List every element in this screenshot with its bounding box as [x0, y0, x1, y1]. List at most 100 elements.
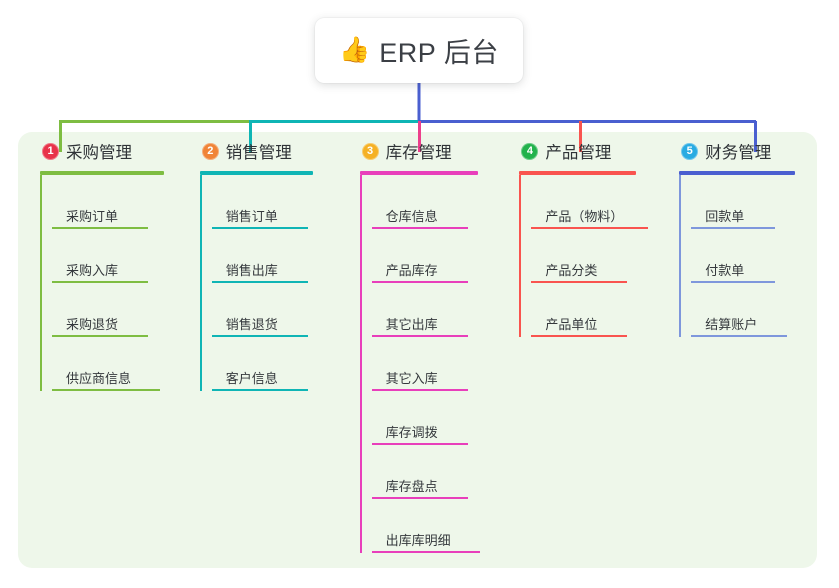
item-rule	[371, 335, 468, 337]
list-item[interactable]: 采购退货	[52, 283, 178, 337]
column-header-2[interactable]: 2 销售管理	[200, 132, 338, 170]
column-rule-3	[359, 171, 478, 175]
item-rule	[691, 281, 776, 283]
item-rule	[371, 443, 468, 445]
item-label: 其它入库	[385, 371, 438, 386]
list-item[interactable]: 结算账户	[691, 283, 817, 337]
list-item[interactable]: 采购入库	[52, 229, 178, 283]
column-badge-5: 5	[681, 142, 699, 160]
column-title-2: 销售管理	[225, 144, 292, 162]
list-item[interactable]: 销售退货	[211, 283, 338, 337]
item-rule	[531, 281, 628, 283]
list-item[interactable]: 采购订单	[52, 175, 178, 229]
column-items-2: 销售订单销售出库销售退货客户信息	[199, 175, 338, 391]
list-item[interactable]: 产品单位	[531, 283, 657, 337]
item-rule	[371, 551, 480, 553]
item-label: 付款单	[705, 263, 745, 278]
item-label: 销售退货	[225, 317, 278, 332]
list-item[interactable]: 库存盘点	[371, 445, 498, 499]
column-spine-4	[519, 175, 522, 337]
item-label: 产品分类	[545, 263, 598, 278]
item-rule	[211, 281, 308, 283]
content-panel	[18, 132, 817, 568]
list-item[interactable]: 销售出库	[211, 229, 338, 283]
column-items-3: 仓库信息产品库存其它出库其它入库库存调拨库存盘点出库库明细	[359, 175, 498, 553]
item-label: 供应商信息	[66, 371, 132, 386]
column-items-4: 产品（物料） 产品分类产品单位	[519, 175, 657, 337]
list-item[interactable]: 销售订单	[211, 175, 338, 229]
list-item[interactable]: 回款单	[691, 175, 817, 229]
column-badge-2: 2	[201, 142, 219, 160]
column-header-5[interactable]: 5 财务管理	[679, 132, 817, 170]
item-label: 销售出库	[225, 263, 278, 278]
list-item[interactable]: 产品（物料）	[531, 175, 657, 229]
column-2: 2 销售管理销售订单销售出库销售退货客户信息	[178, 132, 338, 568]
column-badge-3: 3	[361, 142, 379, 160]
column-title-4: 产品管理	[545, 144, 612, 162]
column-rule-1	[40, 171, 164, 175]
item-label: 采购入库	[66, 263, 119, 278]
list-item[interactable]: 产品分类	[531, 229, 657, 283]
column-header-4[interactable]: 4 产品管理	[519, 132, 657, 170]
list-item[interactable]: 仓库信息	[371, 175, 498, 229]
item-label: 采购订单	[66, 209, 119, 224]
item-rule	[371, 227, 468, 229]
item-label: 客户信息	[225, 371, 278, 386]
column-spine-5	[679, 175, 682, 337]
column-items-5: 回款单付款单结算账户	[679, 175, 817, 337]
item-rule	[52, 335, 148, 337]
list-item[interactable]: 付款单	[691, 229, 817, 283]
item-rule	[371, 497, 468, 499]
column-rule-5	[679, 171, 796, 175]
item-rule	[531, 227, 649, 229]
item-rule	[211, 335, 308, 337]
list-item[interactable]: 产品库存	[371, 229, 498, 283]
column-1: 1 采购管理采购订单采购入库采购退货供应商信息	[18, 132, 178, 568]
item-rule	[531, 335, 628, 337]
thumbs-up-icon: 👍	[339, 36, 371, 64]
item-rule	[211, 227, 308, 229]
item-label: 采购退货	[66, 317, 119, 332]
item-label: 出库库明细	[385, 533, 451, 548]
item-label: 销售订单	[225, 209, 278, 224]
item-label: 库存调拨	[385, 425, 438, 440]
item-label: 产品（物料）	[545, 209, 624, 224]
column-rule-2	[199, 171, 313, 175]
column-badge-4: 4	[521, 142, 539, 160]
list-item[interactable]: 库存调拨	[371, 391, 498, 445]
item-rule	[52, 227, 148, 229]
column-title-1: 采购管理	[66, 144, 132, 162]
item-rule	[211, 389, 308, 391]
column-title-5: 财务管理	[705, 144, 772, 162]
item-label: 回款单	[705, 209, 745, 224]
root-node-card[interactable]: 👍 ERP 后台	[315, 18, 523, 83]
item-label: 其它出库	[385, 317, 438, 332]
item-label: 产品单位	[545, 317, 598, 332]
list-item[interactable]: 其它入库	[371, 337, 498, 391]
columns-container: 1 采购管理采购订单采购入库采购退货供应商信息 2 销售管理销售订单销售出库销售退货客…	[18, 132, 817, 568]
column-rule-4	[519, 171, 637, 175]
column-badge-1: 1	[42, 142, 59, 160]
list-item[interactable]: 其它出库	[371, 283, 498, 337]
root-node-title: ERP 后台	[379, 38, 499, 68]
list-item[interactable]: 供应商信息	[52, 337, 178, 391]
column-spine-2	[199, 175, 202, 391]
column-spine-1	[40, 175, 42, 391]
item-label: 仓库信息	[385, 209, 438, 224]
list-item[interactable]: 客户信息	[211, 337, 338, 391]
column-spine-3	[359, 175, 362, 553]
column-header-1[interactable]: 1 采购管理	[40, 132, 178, 170]
item-rule	[52, 281, 148, 283]
list-item[interactable]: 出库库明细	[371, 499, 498, 553]
item-label: 库存盘点	[385, 479, 438, 494]
column-5: 5 财务管理回款单付款单结算账户	[657, 132, 817, 568]
column-items-1: 采购订单采购入库采购退货供应商信息	[40, 175, 178, 391]
item-rule	[691, 227, 776, 229]
item-rule	[371, 389, 468, 391]
item-rule	[52, 389, 160, 391]
item-rule	[371, 281, 468, 283]
item-label: 产品库存	[385, 263, 438, 278]
